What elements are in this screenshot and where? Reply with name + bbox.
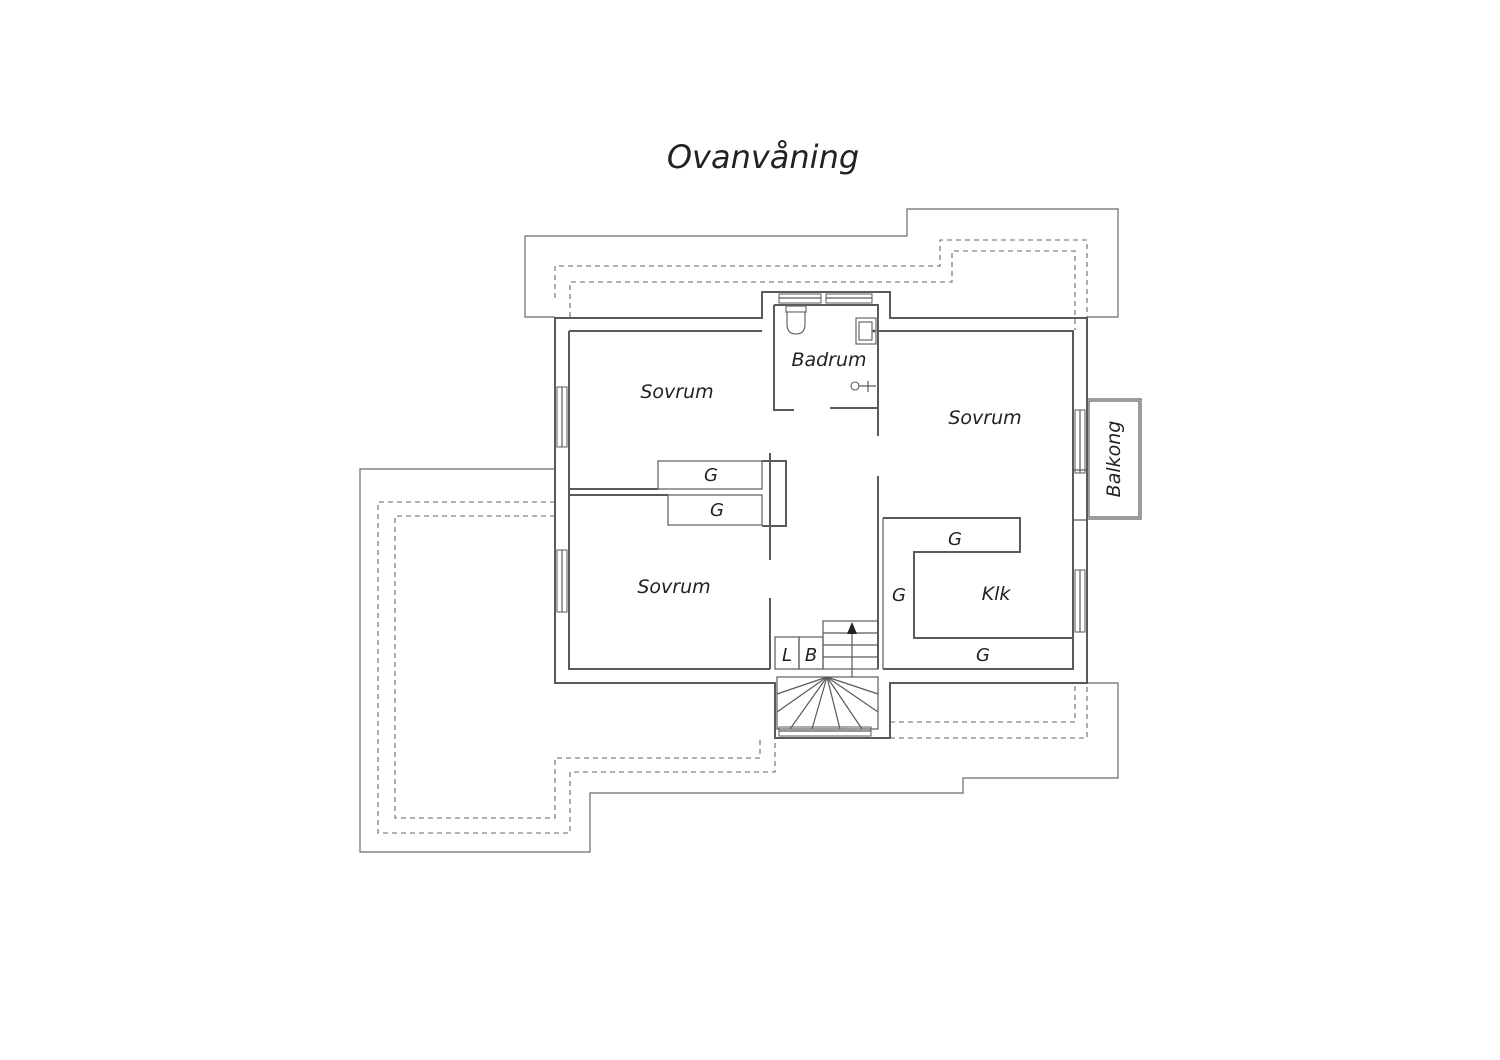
shower-icon [850,381,876,392]
room-label-balkong: Balkong [1103,421,1125,498]
wardrobe-label-5: G [976,645,990,666]
interior-walls [569,305,1087,670]
closet-label-b: B [805,645,817,666]
room-label-sovrum-top-left: Sovrum [640,381,713,403]
room-label-badrum: Badrum [791,349,866,371]
windows [556,293,1086,737]
floor-title: Ovanvåning [667,138,859,176]
wardrobe-label-4: G [892,585,906,606]
exterior-walls [554,291,1088,739]
closet-label-l: L [782,645,792,666]
eave-lines [377,239,1088,834]
wardrobe-label-1: G [704,465,718,486]
balcony [1086,398,1142,520]
roof-outline [359,208,1119,853]
sink-icon [855,317,877,345]
wardrobe-label-3: G [948,529,962,550]
room-label-klk: Klk [982,583,1012,605]
wardrobe-label-2: G [710,500,724,521]
staircase [776,620,879,730]
stair-up-arrow-icon [847,622,857,634]
room-label-sovrum-bottom-left: Sovrum [637,576,710,598]
toilet-icon [785,305,807,335]
bathroom-fixtures [785,305,877,392]
room-label-sovrum-right: Sovrum [948,407,1021,429]
